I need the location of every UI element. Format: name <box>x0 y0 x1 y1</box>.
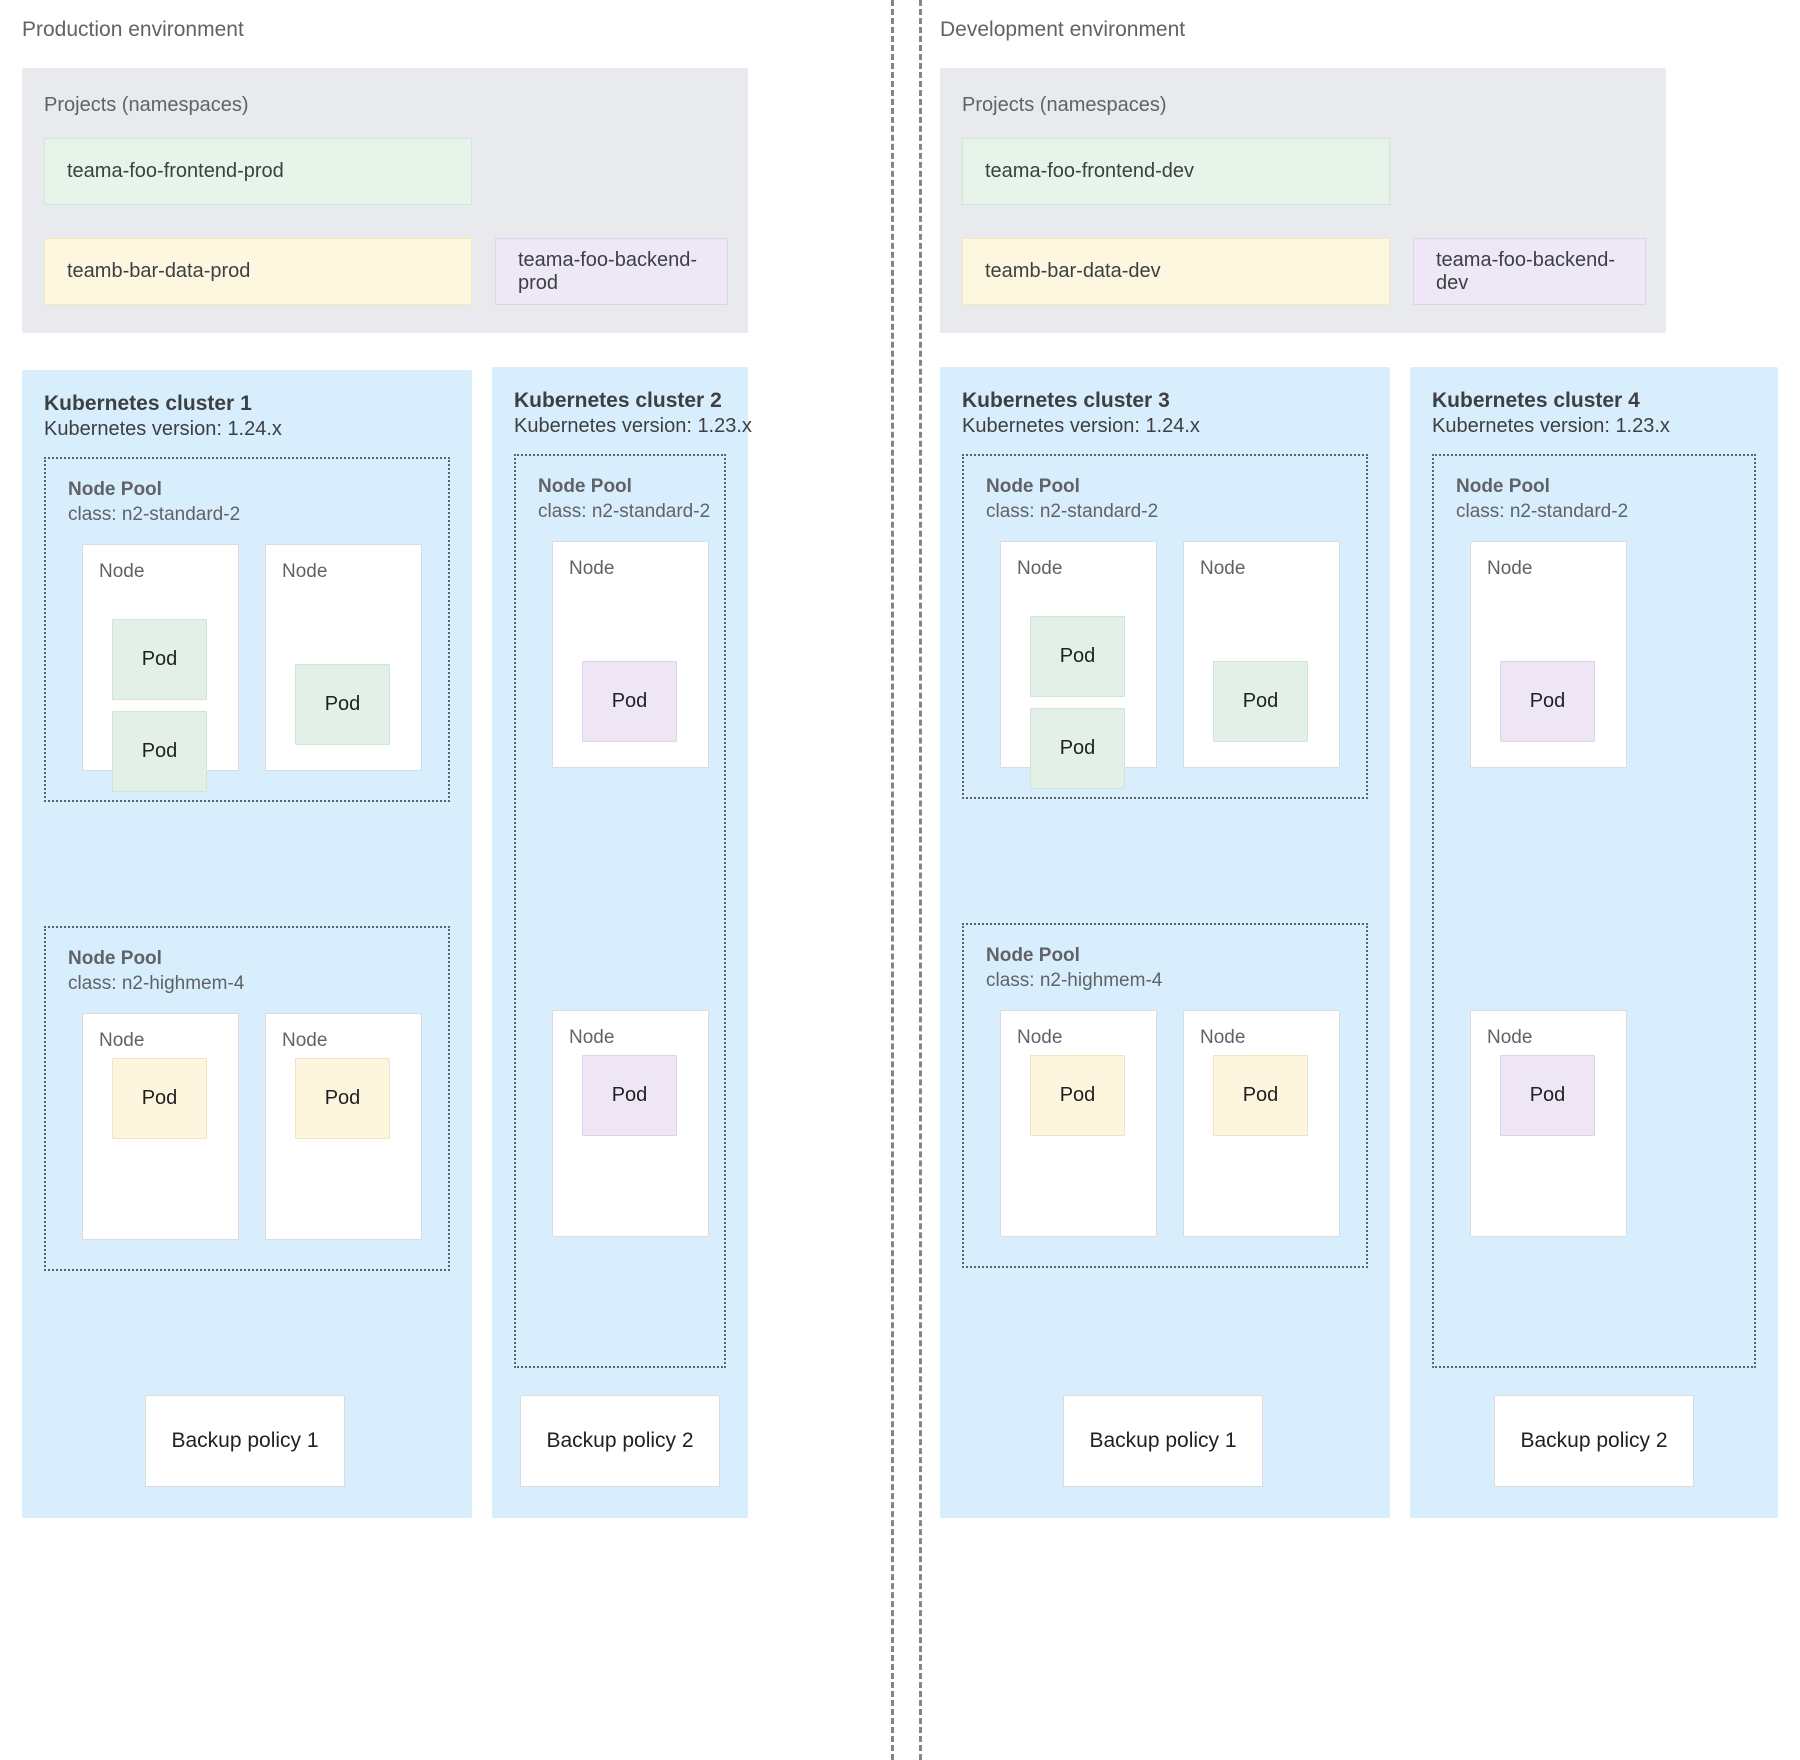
node-label: Node <box>1487 558 1533 579</box>
pod[interactable]: Pod <box>112 619 207 700</box>
namespace-teamb-bar-data-dev[interactable]: teamb-bar-data-dev <box>962 238 1390 305</box>
pod[interactable]: Pod <box>1500 1055 1595 1136</box>
node-pool-title: Node Pool <box>68 479 162 500</box>
node-pool-n2-standard-2[interactable]: Node Pool class: n2-standard-2 Node Pod … <box>44 457 450 802</box>
pod[interactable]: Pod <box>1500 661 1595 742</box>
node-pool-class: class: n2-standard-2 <box>68 504 241 525</box>
pod[interactable]: Pod <box>1213 661 1308 742</box>
pod[interactable]: Pod <box>582 1055 677 1136</box>
node-label: Node <box>1200 1027 1246 1048</box>
node-pool-n2-standard-2[interactable]: Node Pool class: n2-standard-2 Node Pod … <box>514 454 726 1368</box>
development-projects-panel: Projects (namespaces) teama-foo-frontend… <box>940 68 1666 333</box>
projects-label: Projects (namespaces) <box>962 94 1167 116</box>
node[interactable]: Node Pod Pod <box>82 544 239 792</box>
pod[interactable]: Pod <box>582 661 677 742</box>
node-label: Node <box>282 1030 328 1051</box>
pod[interactable]: Pod <box>1030 1055 1125 1136</box>
node[interactable]: Node Pod <box>1183 541 1340 768</box>
node-pool-n2-standard-2[interactable]: Node Pool class: n2-standard-2 Node Pod … <box>1432 454 1756 1368</box>
node-pool-title: Node Pool <box>68 948 162 969</box>
cluster-kubernetes-cluster-3[interactable]: Kubernetes cluster 3 Kubernetes version:… <box>940 367 1390 1518</box>
cluster-version: Kubernetes version: 1.24.x <box>962 415 1200 437</box>
node-pool-class: class: n2-standard-2 <box>538 501 711 522</box>
node-pool-class: class: n2-highmem-4 <box>68 973 245 994</box>
pod[interactable]: Pod <box>112 1058 207 1139</box>
pod[interactable]: Pod <box>1030 708 1125 789</box>
namespace-teama-foo-frontend-prod[interactable]: teama-foo-frontend-prod <box>44 138 472 205</box>
namespace-teama-foo-backend-dev[interactable]: teama-foo-backend-dev <box>1413 238 1646 305</box>
development-environment-title: Development environment <box>940 18 1186 41</box>
cluster-title: Kubernetes cluster 2 <box>514 389 722 412</box>
node-label: Node <box>1017 1027 1063 1048</box>
cluster-version: Kubernetes version: 1.24.x <box>44 418 282 440</box>
node-pool-title: Node Pool <box>1456 476 1550 497</box>
node-pool-class: class: n2-standard-2 <box>1456 501 1629 522</box>
node-pool-title: Node Pool <box>986 945 1080 966</box>
namespace-teama-foo-frontend-dev[interactable]: teama-foo-frontend-dev <box>962 138 1390 205</box>
pod[interactable]: Pod <box>295 664 390 745</box>
node[interactable]: Node Pod Pod <box>1000 541 1157 789</box>
node[interactable]: Node Pod <box>265 1013 422 1240</box>
namespace-teamb-bar-data-prod[interactable]: teamb-bar-data-prod <box>44 238 472 305</box>
node-label: Node <box>99 1030 145 1051</box>
node-pool-title: Node Pool <box>538 476 632 497</box>
cluster-title: Kubernetes cluster 4 <box>1432 389 1640 412</box>
backup-policy[interactable]: Backup policy 1 <box>1063 1395 1263 1487</box>
cluster-kubernetes-cluster-4[interactable]: Kubernetes cluster 4 Kubernetes version:… <box>1410 367 1778 1518</box>
pod[interactable]: Pod <box>1030 616 1125 697</box>
environment-divider-line-left <box>891 0 894 1760</box>
node[interactable]: Node Pod <box>1183 1010 1340 1237</box>
node-pool-class: class: n2-highmem-4 <box>986 970 1163 991</box>
cluster-kubernetes-cluster-2[interactable]: Kubernetes cluster 2 Kubernetes version:… <box>492 367 752 1518</box>
node[interactable]: Node Pod <box>1000 1010 1157 1237</box>
node-pool-class: class: n2-standard-2 <box>986 501 1159 522</box>
cluster-version: Kubernetes version: 1.23.x <box>514 415 752 437</box>
cluster-title: Kubernetes cluster 1 <box>44 392 252 415</box>
pod[interactable]: Pod <box>1213 1055 1308 1136</box>
pod[interactable]: Pod <box>295 1058 390 1139</box>
node-label: Node <box>1017 558 1063 579</box>
node-pool-title: Node Pool <box>986 476 1080 497</box>
node[interactable]: Node Pod <box>552 541 709 768</box>
node[interactable]: Node Pod <box>82 1013 239 1240</box>
backup-policy[interactable]: Backup policy 1 <box>145 1395 345 1487</box>
node-label: Node <box>1487 1027 1533 1048</box>
node-label: Node <box>99 561 145 582</box>
namespace-teama-foo-backend-prod[interactable]: teama-foo-backend-prod <box>495 238 728 305</box>
node-pool-n2-standard-2[interactable]: Node Pool class: n2-standard-2 Node Pod … <box>962 454 1368 799</box>
pod[interactable]: Pod <box>112 711 207 792</box>
node[interactable]: Node Pod <box>552 1010 709 1237</box>
cluster-version: Kubernetes version: 1.23.x <box>1432 415 1670 437</box>
node-label: Node <box>282 561 328 582</box>
node-label: Node <box>569 558 615 579</box>
backup-policy[interactable]: Backup policy 2 <box>1494 1395 1694 1487</box>
cluster-title: Kubernetes cluster 3 <box>962 389 1170 412</box>
node-pool-n2-highmem-4[interactable]: Node Pool class: n2-highmem-4 Node Pod N… <box>44 926 450 1271</box>
backup-policy[interactable]: Backup policy 2 <box>520 1395 720 1487</box>
node[interactable]: Node Pod <box>1470 1010 1627 1237</box>
environment-divider-line-right <box>919 0 922 1760</box>
projects-label: Projects (namespaces) <box>44 94 249 116</box>
production-projects-panel: Projects (namespaces) teama-foo-frontend… <box>22 68 748 333</box>
node[interactable]: Node Pod <box>265 544 422 771</box>
cluster-kubernetes-cluster-1[interactable]: Kubernetes cluster 1 Kubernetes version:… <box>22 370 472 1518</box>
node-pool-n2-highmem-4[interactable]: Node Pool class: n2-highmem-4 Node Pod N… <box>962 923 1368 1268</box>
node-label: Node <box>1200 558 1246 579</box>
node[interactable]: Node Pod <box>1470 541 1627 768</box>
production-environment-title: Production environment <box>22 18 244 41</box>
node-label: Node <box>569 1027 615 1048</box>
